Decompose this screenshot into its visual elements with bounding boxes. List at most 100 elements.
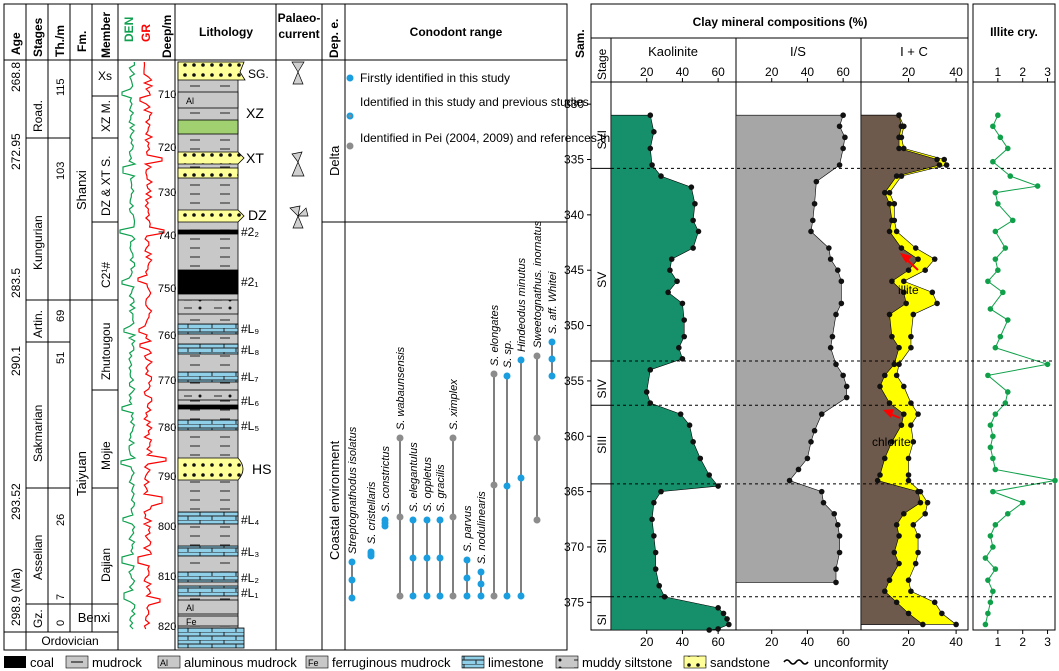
thickness-103: 103 bbox=[55, 162, 67, 180]
clay-stage-label: SII bbox=[595, 539, 609, 554]
data-point bbox=[992, 189, 999, 196]
conodont-occurrence bbox=[436, 516, 444, 524]
data-point bbox=[985, 278, 991, 285]
formation-taiyuan: Taiyuan bbox=[74, 451, 89, 496]
depth-tick-780: 780 bbox=[158, 422, 176, 434]
data-point bbox=[889, 438, 895, 445]
conodont-occurrence bbox=[436, 554, 444, 562]
data-point bbox=[992, 411, 999, 417]
sample-tick-label: 370 bbox=[564, 540, 584, 554]
data-point bbox=[809, 217, 816, 224]
bottom-legend: coal mudrock Al aluminous mudrock Fe fer… bbox=[4, 655, 889, 670]
bed-limestone-l5 bbox=[177, 419, 239, 431]
data-point bbox=[836, 533, 843, 539]
conodont-species-label: S. gracilis bbox=[435, 464, 447, 512]
lith-label-l8: #L₈ bbox=[241, 343, 259, 357]
clay-stage-label: SI bbox=[595, 614, 609, 625]
data-point bbox=[643, 389, 650, 395]
data-point bbox=[886, 200, 893, 207]
lith-label-l1: #L₁ bbox=[241, 586, 258, 600]
bed-silt-1 bbox=[177, 299, 239, 315]
conodont-occurrence bbox=[548, 338, 556, 346]
clay-stage-label: SIII bbox=[595, 436, 609, 454]
data-point bbox=[893, 599, 900, 606]
data-point bbox=[690, 438, 696, 445]
data-point bbox=[1002, 245, 1009, 251]
header-thickness: Th./m bbox=[53, 25, 67, 57]
conodont-species-label: S. elongates bbox=[489, 304, 501, 366]
depth-tick-750: 750 bbox=[158, 283, 176, 295]
legend-mudrock: mudrock bbox=[92, 655, 142, 670]
data-point bbox=[1000, 289, 1006, 296]
data-point bbox=[896, 361, 902, 368]
sample-tick-label: 365 bbox=[564, 485, 584, 499]
legend-sandstone: sandstone bbox=[710, 655, 770, 670]
age-272-95: 272.95 bbox=[9, 133, 23, 170]
data-point bbox=[840, 372, 846, 379]
den-curve bbox=[119, 61, 137, 630]
dep-env: Delta Coastal environment bbox=[322, 145, 567, 560]
conodont-occurrence bbox=[449, 513, 457, 521]
age-268-8: 268.8 bbox=[9, 62, 23, 92]
bed-sandstone-hs bbox=[177, 457, 244, 481]
data-point bbox=[834, 267, 841, 274]
bed-aluminous bbox=[177, 91, 239, 109]
lith-label-al-bottom: Al bbox=[186, 603, 194, 613]
legend-dot-pei bbox=[346, 142, 354, 150]
stage-gzhelian: Gz. bbox=[31, 609, 45, 628]
legend-limestone: limestone bbox=[488, 655, 544, 670]
data-point bbox=[843, 383, 850, 390]
data-point bbox=[931, 599, 938, 606]
data-point bbox=[1004, 317, 1011, 323]
data-point bbox=[886, 577, 893, 583]
conodont-species-label: S. nodulinearis bbox=[476, 491, 488, 564]
depth-axis: 710 720 730 740 750 760 770 780 790 800 … bbox=[158, 89, 176, 633]
data-point bbox=[1004, 145, 1011, 152]
arrow-head-chlorite bbox=[883, 409, 894, 418]
data-point bbox=[886, 400, 893, 406]
rose-icon bbox=[291, 151, 305, 177]
legend-silt-swatch bbox=[555, 655, 579, 669]
header-stages: Stages bbox=[31, 17, 45, 57]
x-tick-label-top: 40 bbox=[676, 65, 690, 79]
bed-ordovician-limestone bbox=[177, 627, 245, 649]
data-point bbox=[679, 300, 686, 307]
conodont-species-label: Sweetognathus. inornatus bbox=[532, 220, 544, 348]
data-point bbox=[658, 488, 664, 495]
data-point bbox=[833, 566, 839, 572]
conodont-occurrence bbox=[503, 482, 511, 490]
member-xs: Xs bbox=[98, 69, 112, 83]
formation-lines bbox=[70, 95, 118, 605]
legend-ferruginous: ferruginous mudrock bbox=[332, 655, 451, 670]
x-tick-label-top: 40 bbox=[949, 65, 963, 79]
legend-limestone-swatch bbox=[461, 655, 485, 669]
gr-curve bbox=[137, 61, 167, 630]
clay-stage-label: SV bbox=[595, 272, 609, 288]
data-point bbox=[903, 300, 909, 307]
data-point bbox=[695, 228, 702, 235]
data-point bbox=[990, 544, 996, 550]
clay-panel-titles: Kaolinite I/S I + C bbox=[648, 44, 928, 59]
x-tick-label-top: 2 bbox=[1019, 65, 1026, 79]
data-point bbox=[674, 278, 680, 285]
data-point bbox=[990, 588, 996, 595]
x-tick-label-top: 20 bbox=[640, 65, 654, 79]
depth-tick-810: 810 bbox=[158, 571, 176, 583]
data-point bbox=[833, 311, 839, 318]
data-point bbox=[893, 228, 900, 235]
data-point bbox=[982, 555, 989, 561]
data-point bbox=[905, 472, 912, 478]
member-c2: C2¹# bbox=[99, 262, 113, 288]
data-point bbox=[917, 488, 924, 495]
stage-ordovician: Ordovician bbox=[41, 634, 98, 648]
data-point bbox=[889, 333, 895, 340]
data-point bbox=[990, 123, 996, 130]
data-point bbox=[943, 162, 950, 168]
header-illite-cry: Illite cry. bbox=[990, 25, 1038, 39]
data-point bbox=[992, 522, 999, 528]
data-point bbox=[929, 289, 936, 296]
stage-labels: Road. Kungurian Artin. Sakmarian Asselia… bbox=[31, 100, 99, 648]
legend-coal-swatch bbox=[4, 656, 26, 668]
data-point bbox=[992, 466, 999, 473]
